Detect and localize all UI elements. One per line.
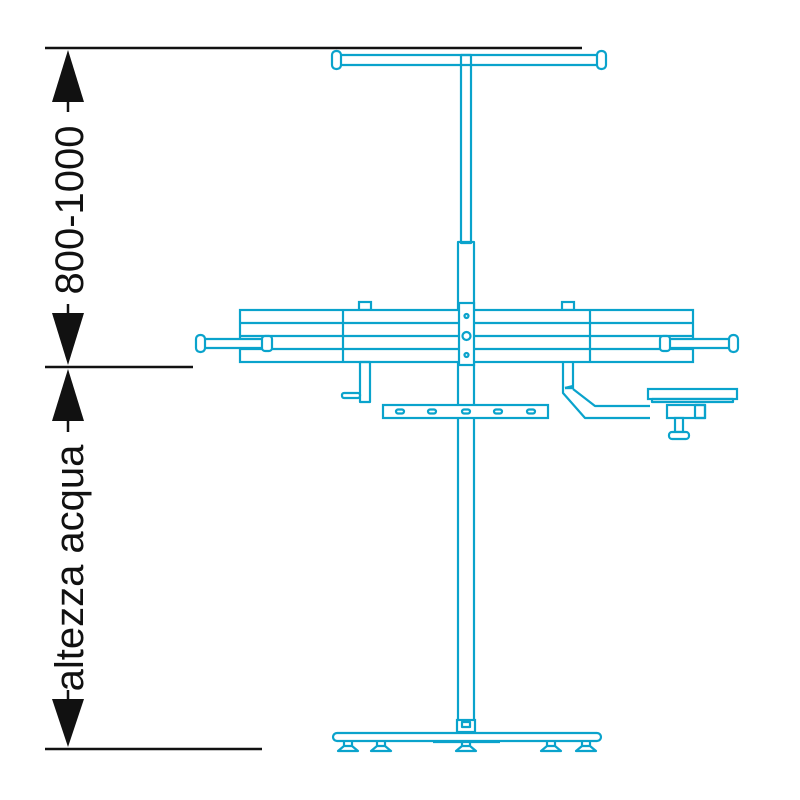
arrow-up-icon (52, 369, 84, 421)
top-bar (330, 49, 608, 71)
stand (194, 49, 740, 753)
arrow-down-icon (52, 313, 84, 365)
right-handle (658, 333, 740, 354)
upper-post (459, 53, 473, 245)
lower-dimension-label: altezza acqua (48, 444, 92, 692)
arrow-down-icon (52, 699, 84, 747)
dimension-arrows (52, 50, 84, 747)
side-arm-platform (561, 362, 739, 441)
dimension-lines (45, 46, 582, 751)
crank (340, 360, 372, 404)
base (331, 718, 603, 753)
arrow-up-icon (52, 50, 84, 102)
middle-frame (238, 300, 695, 367)
slotted-bar (381, 403, 550, 420)
left-handle (194, 333, 274, 354)
upper-dimension-label: 800-1000 (48, 125, 92, 294)
feet (336, 741, 598, 753)
